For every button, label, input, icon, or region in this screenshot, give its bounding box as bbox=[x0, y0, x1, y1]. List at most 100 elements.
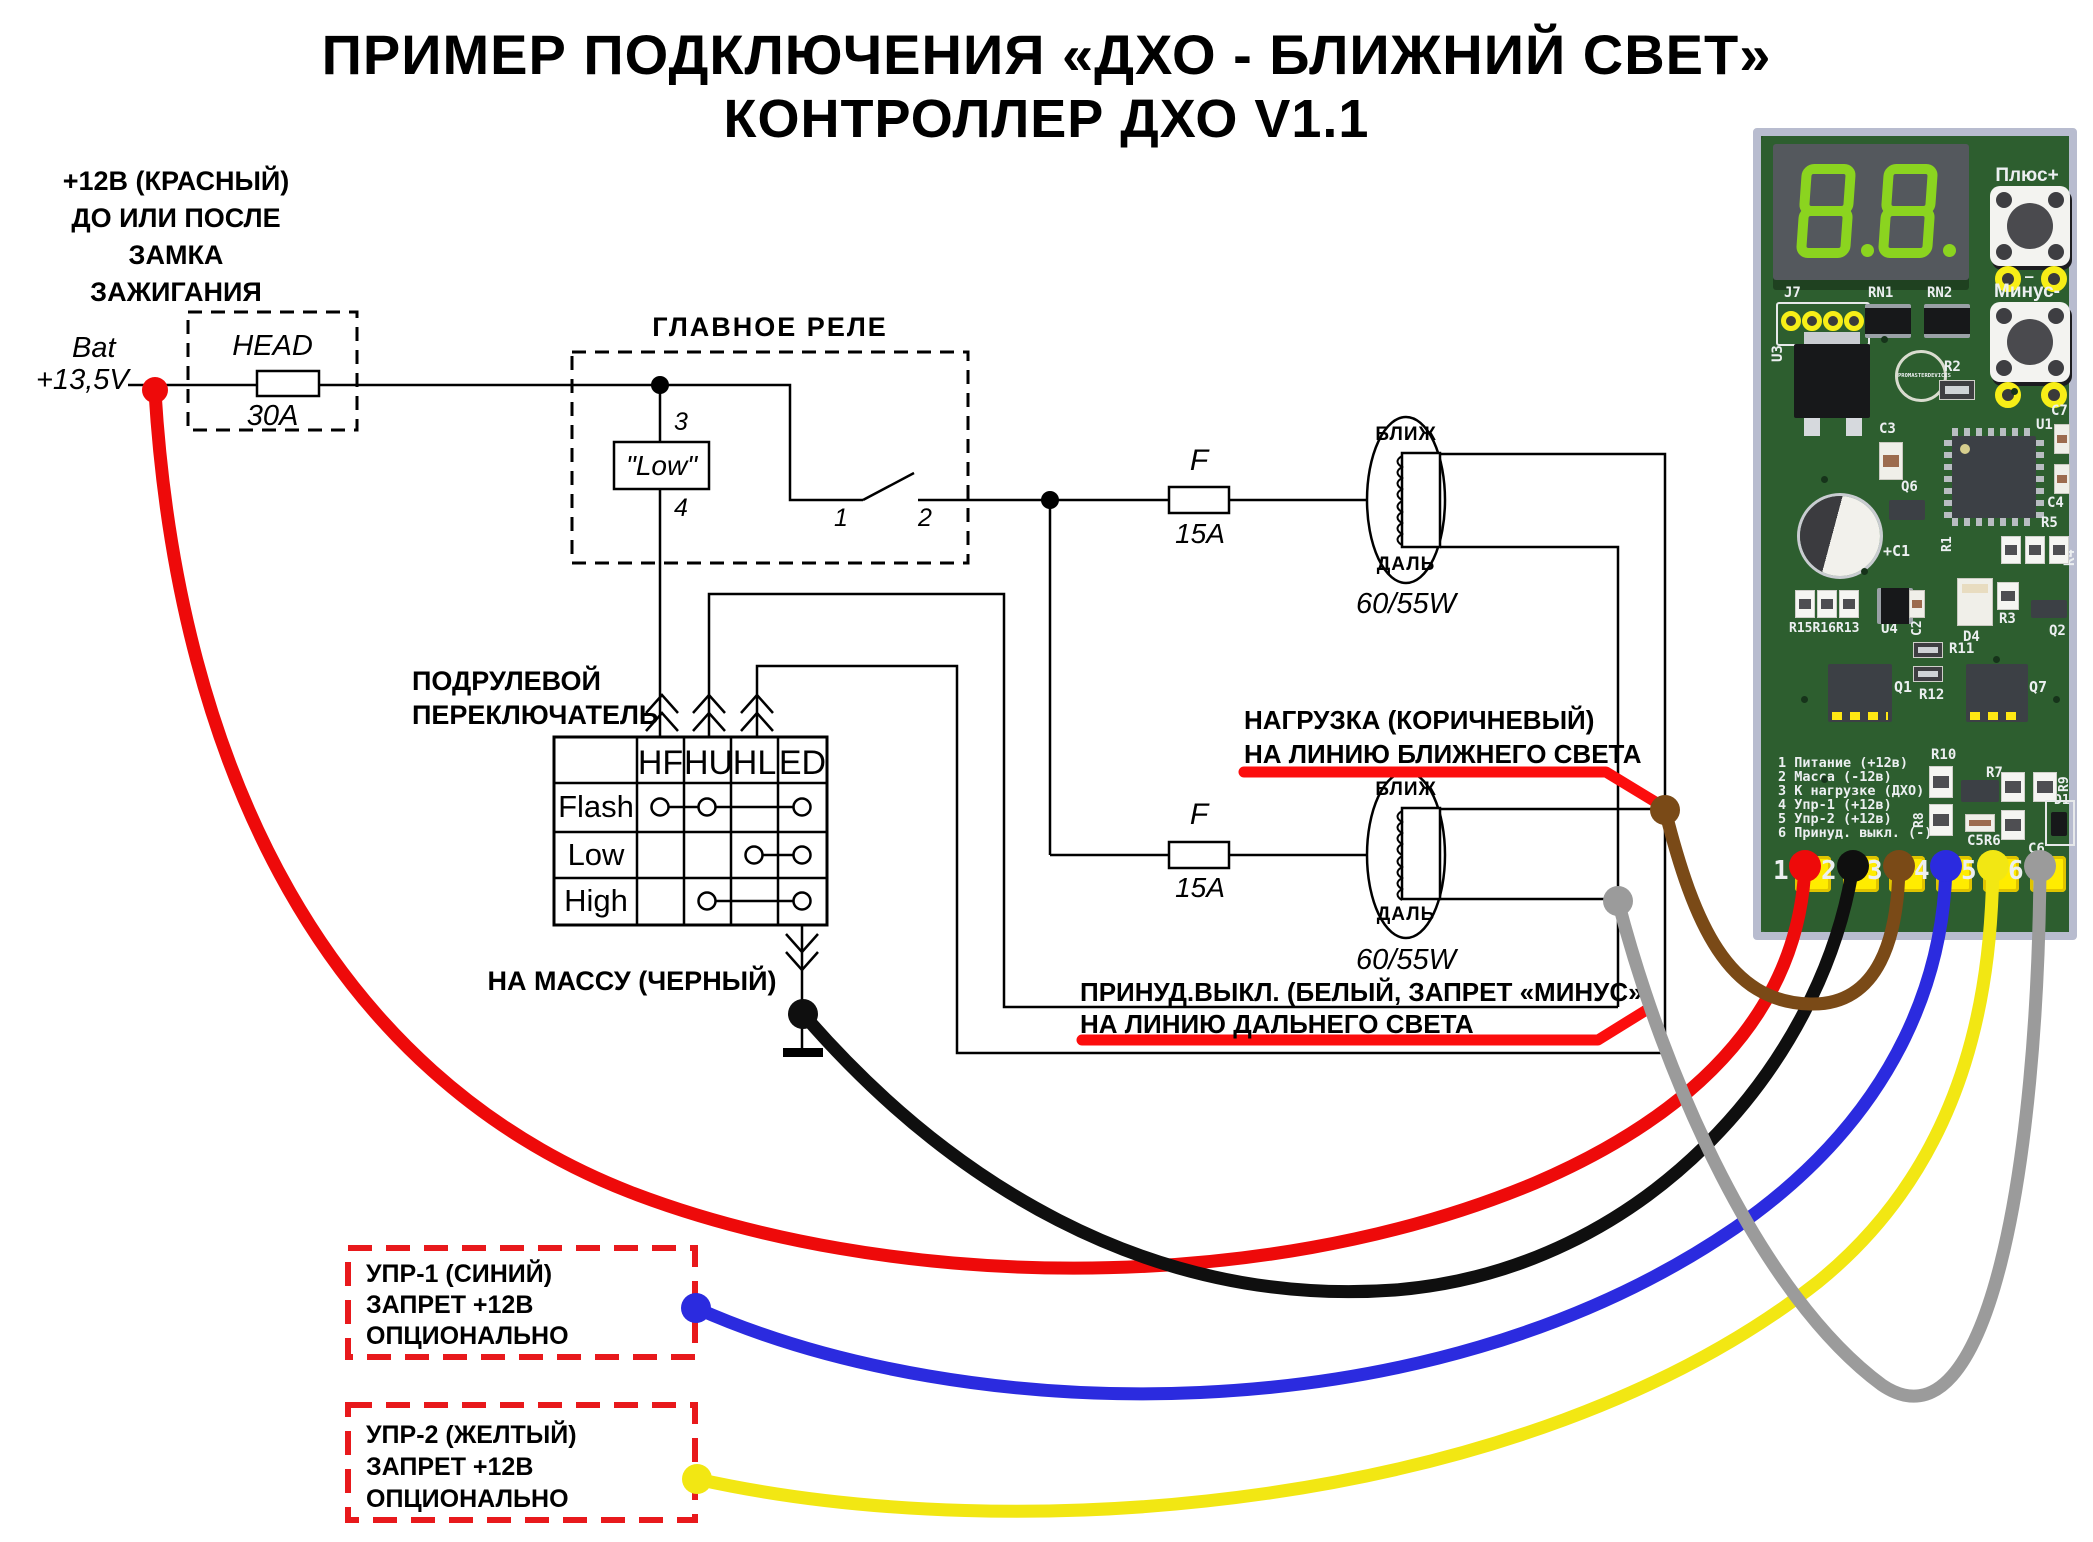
d1-outline bbox=[2045, 800, 2075, 846]
u3-leg bbox=[1804, 418, 1820, 436]
r5-label: R5 bbox=[2041, 515, 2058, 531]
q2-transistor bbox=[2031, 600, 2067, 618]
junction-dot bbox=[1041, 491, 1059, 509]
u4-label: U4 bbox=[1881, 621, 1898, 637]
seven-segment-display: 8.8. bbox=[1773, 144, 1969, 280]
pad-number-5: 5 bbox=[1961, 856, 1977, 886]
switch-col-hl: HL bbox=[732, 744, 777, 782]
pad-number-6: 6 bbox=[2008, 856, 2024, 886]
fuse1-body bbox=[1167, 485, 1231, 515]
rn2-chip bbox=[1924, 304, 1970, 338]
fuse1-label: F bbox=[1189, 444, 1209, 477]
r9-label: R9 bbox=[2057, 776, 2072, 792]
relay-coil-label: "Low" bbox=[625, 450, 698, 481]
c6-label: C6 bbox=[2028, 841, 2045, 857]
rn1-label: RN1 bbox=[1868, 285, 1894, 301]
display-digit-1 bbox=[1795, 164, 1857, 258]
button-solder-pad bbox=[2041, 382, 2067, 408]
switch-row-flash: Flash bbox=[558, 789, 634, 824]
bulb2-low-label: БЛИЖ bbox=[1375, 779, 1437, 800]
upr1-line1: УПР-1 (СИНИЙ) bbox=[366, 1260, 553, 1288]
c1-capacitor bbox=[1800, 496, 1880, 576]
load-label-line1: НАГРУЗКА (КОРИЧНЕВЫЙ) bbox=[1244, 705, 1595, 735]
button-solder-pad bbox=[2041, 266, 2067, 292]
fuse2-label: F bbox=[1189, 798, 1209, 831]
relay-pin4: 4 bbox=[674, 494, 688, 522]
c2-label: C2 bbox=[1910, 620, 1925, 636]
switch-col-ed: ED bbox=[778, 744, 827, 782]
minus-button-label: Минус- bbox=[1994, 281, 2060, 302]
brand-logo-text: PROMASTERDEVICES bbox=[1898, 373, 1951, 379]
u1-pins bbox=[1952, 518, 2036, 526]
c5r6-label: C5R6 bbox=[1967, 833, 2001, 849]
relay-pin1: 1 bbox=[834, 504, 848, 532]
u1-pins bbox=[1952, 428, 2036, 436]
rn2-label: RN2 bbox=[1927, 285, 1953, 301]
battery-label: Bat bbox=[72, 332, 116, 364]
u1-pins bbox=[2036, 436, 2044, 518]
r12-label: R12 bbox=[1919, 687, 1945, 703]
r3-label: R3 bbox=[1999, 611, 2016, 627]
u3-chip bbox=[1794, 344, 1870, 418]
pad-number-1: 1 bbox=[1773, 856, 1789, 886]
r1-label: R1 bbox=[1940, 536, 1955, 552]
switch-row-low: Low bbox=[567, 837, 625, 872]
controller-pcb: 8.8. Плюс+ — Минус- J7 RN1 RN2 PROMASTER… bbox=[1753, 128, 2078, 940]
relay-contact-blade bbox=[862, 471, 915, 502]
display-digit-2 bbox=[1877, 164, 1939, 258]
c4-label: C4 bbox=[2047, 495, 2064, 511]
switch-title-line2: ПЕРЕКЛЮЧАТЕЛЬ bbox=[412, 700, 659, 730]
d4-label: D4 bbox=[1963, 629, 1980, 645]
plus-button-label: Плюс+ bbox=[1995, 165, 2059, 186]
pad-number-4: 4 bbox=[1914, 856, 1930, 886]
relay-pin3: 3 bbox=[674, 408, 688, 436]
fuse1-rating: 15A bbox=[1175, 518, 1225, 549]
brand-logo: PROMASTERDEVICES bbox=[1895, 350, 1951, 402]
u3-tab bbox=[1804, 332, 1860, 344]
switch-title-line1: ПОДРУЛЕВОЙ bbox=[412, 666, 601, 696]
ground-label: НА МАССУ (ЧЕРНЫЙ) bbox=[487, 966, 777, 996]
power-label-line3: ЗАМКА bbox=[128, 240, 224, 270]
fuse2-rating: 15A bbox=[1175, 872, 1225, 903]
decimal-point-icon bbox=[1861, 244, 1874, 257]
bulb1-high-label: ДАЛЬ bbox=[1376, 554, 1436, 575]
head-fuse-body bbox=[255, 369, 321, 398]
bulb2-power: 60/55W bbox=[1356, 944, 1456, 976]
button-solder-pad bbox=[1995, 382, 2021, 408]
q7-label: Q7 bbox=[2029, 678, 2048, 696]
c3-label: C3 bbox=[1879, 421, 1896, 437]
hu-high-beam-line bbox=[707, 592, 1618, 1009]
load-label-line2: НА ЛИНИЮ БЛИЖНЕГО СВЕТА bbox=[1244, 739, 1642, 769]
dash-mark: — bbox=[2025, 269, 2034, 285]
switch-col-hf: HF bbox=[637, 744, 684, 782]
relay-pin2: 2 bbox=[918, 504, 932, 532]
u4-chip bbox=[1877, 588, 1913, 624]
r7-label: R7 bbox=[1986, 765, 2003, 781]
bulb1-power: 60/55W bbox=[1356, 588, 1456, 620]
plus-button bbox=[1990, 186, 2070, 266]
power-label-line1: +12В (КРАСНЫЙ) bbox=[62, 166, 290, 196]
ground-symbol bbox=[783, 1048, 823, 1057]
low-beam-marker-line bbox=[1238, 766, 1668, 812]
page-title-line2: КОНТРОЛЛЕР ДХО V1.1 bbox=[723, 89, 1370, 149]
pad-number-2: 2 bbox=[1821, 856, 1837, 886]
u1-mcu-chip bbox=[1952, 436, 2036, 518]
fuse2-body bbox=[1167, 840, 1231, 870]
power-label-line4: ЗАЖИГАНИЯ bbox=[90, 277, 262, 307]
bulb1-low-label: БЛИЖ bbox=[1375, 424, 1437, 445]
q6-transistor bbox=[1889, 500, 1925, 520]
u3-label: U3 bbox=[1770, 345, 1786, 362]
q1-mosfet bbox=[1828, 664, 1892, 722]
legend-line-6: 6 Принуд. выкл. (-) bbox=[1778, 825, 1933, 841]
rn1-chip bbox=[1865, 304, 1911, 338]
pad-number-3: 3 bbox=[1867, 856, 1883, 886]
q7-mosfet bbox=[1966, 664, 2028, 722]
u1-label: U1 bbox=[2036, 417, 2053, 433]
junction-dot bbox=[651, 376, 669, 394]
head-fuse-label: HEAD bbox=[232, 330, 313, 362]
force-off-label-line1: ПРИНУД.ВЫКЛ. (БЕЛЫЙ, ЗАПРЕТ «МИНУС») bbox=[1080, 977, 1652, 1007]
button-solder-pad bbox=[1995, 266, 2021, 292]
j7-label: J7 bbox=[1784, 285, 1801, 301]
upr1-line3: ОПЦИОНАЛЬНО bbox=[366, 1322, 569, 1350]
